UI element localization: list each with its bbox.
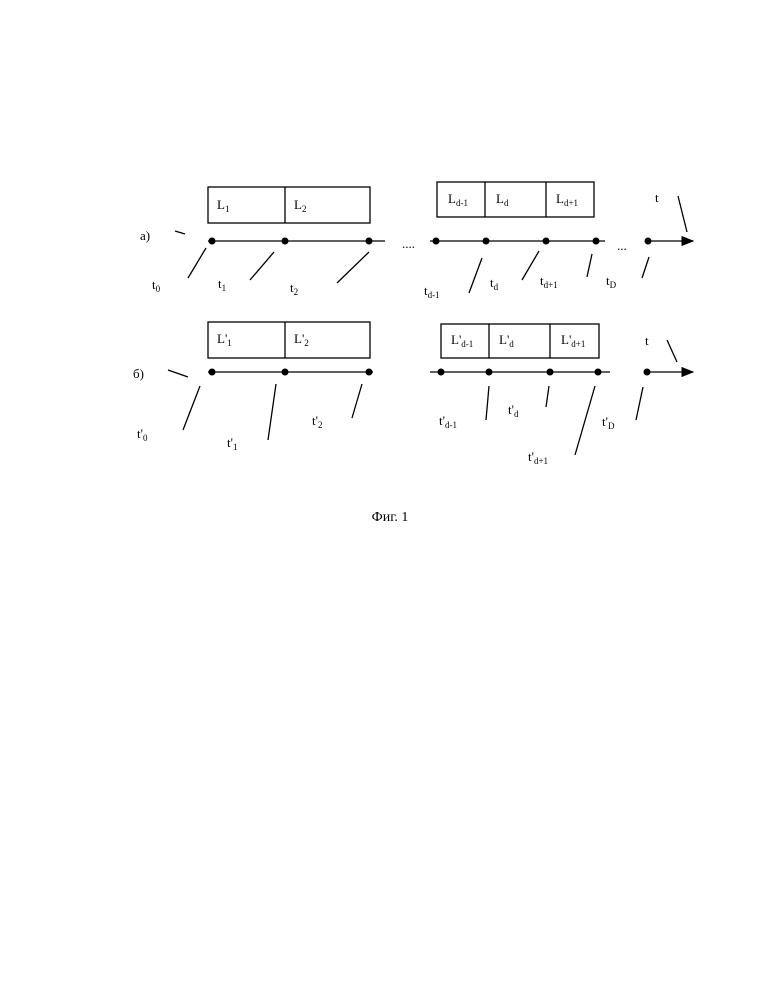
subscript: d-1 xyxy=(428,290,440,300)
point-label: t'0 xyxy=(137,426,148,443)
subscript: d xyxy=(494,282,499,292)
subscript: 1 xyxy=(225,204,230,214)
label-text: L xyxy=(556,191,564,206)
row-a-label: а) xyxy=(140,228,150,243)
interval-label: L'2 xyxy=(294,331,309,348)
label-text: L xyxy=(217,197,225,212)
subscript: 0 xyxy=(156,284,161,294)
subscript: d-1 xyxy=(456,198,468,208)
label-text: L xyxy=(294,197,302,212)
label-text: L' xyxy=(451,332,461,347)
interval-label: Ld-1 xyxy=(448,191,468,208)
point-label: t'd+1 xyxy=(528,449,548,466)
subscript: d+1 xyxy=(564,198,578,208)
subscript: 2 xyxy=(304,338,309,348)
subscript: d xyxy=(504,198,509,208)
subscript: 2 xyxy=(302,204,307,214)
label-text: L' xyxy=(294,331,304,346)
point-label: t'2 xyxy=(312,413,322,430)
subscript: 0 xyxy=(143,433,148,443)
subscript: 1 xyxy=(233,442,238,452)
subscript: d+1 xyxy=(534,456,548,466)
subscript: d-1 xyxy=(461,339,473,349)
point-label: td xyxy=(490,275,499,292)
row-b-label-leader xyxy=(168,370,188,377)
label-text: L xyxy=(496,191,504,206)
interval-box-b-1 xyxy=(208,322,370,358)
subscript: d+1 xyxy=(571,339,585,349)
point-label: t1 xyxy=(218,276,226,293)
interval-label: L2 xyxy=(294,197,306,214)
point-label: t2 xyxy=(290,280,298,297)
subscript: 2 xyxy=(294,287,299,297)
label-text: L xyxy=(448,191,456,206)
ellipsis: ... xyxy=(617,238,627,253)
subscript: d xyxy=(509,339,514,349)
subscript: 1 xyxy=(222,283,227,293)
point-label: t'1 xyxy=(227,435,237,452)
figure-caption: Фиг. 1 xyxy=(372,510,409,525)
interval-label: Ld+1 xyxy=(556,191,578,208)
point-label: t'd xyxy=(508,402,519,419)
interval-label: L1 xyxy=(217,197,229,214)
label-text: L' xyxy=(499,332,509,347)
interval-label: L'1 xyxy=(217,331,232,348)
subscript: d-1 xyxy=(445,420,457,430)
subscript: d+1 xyxy=(544,280,558,290)
subscript: D xyxy=(610,280,617,290)
leader-lines xyxy=(183,340,677,455)
interval-label: Ld xyxy=(496,191,509,208)
row-b-label: б) xyxy=(133,366,144,381)
interval-label: L'd xyxy=(499,332,514,349)
subscript: d xyxy=(514,409,519,419)
ellipsis: .... xyxy=(402,236,415,251)
row-a-label-leader xyxy=(175,231,185,234)
point-label: tD xyxy=(606,273,617,290)
label-text: L' xyxy=(217,331,227,346)
point-label: t'd-1 xyxy=(439,413,457,430)
point-label: t0 xyxy=(152,277,161,294)
subscript: D xyxy=(608,421,615,431)
point-label: t'D xyxy=(602,414,615,431)
interval-label: L'd-1 xyxy=(451,332,473,349)
interval-box-a-1 xyxy=(208,187,370,223)
axis-label: t xyxy=(645,333,649,348)
row-a: а) L1 L2 Ld-1 Ld Ld+1 .... ... t0 t1 t2 xyxy=(140,182,693,300)
label-text: L' xyxy=(561,332,571,347)
interval-label: L'd+1 xyxy=(561,332,585,349)
subscript: 1 xyxy=(227,338,232,348)
point-label: td+1 xyxy=(540,273,558,290)
point-label: td-1 xyxy=(424,283,440,300)
subscript: 2 xyxy=(318,420,323,430)
row-b: б) L'1 L'2 L'd-1 L'd L'd+1 t'0 t'1 t'2 t… xyxy=(133,322,693,466)
axis-label: t xyxy=(655,190,659,205)
